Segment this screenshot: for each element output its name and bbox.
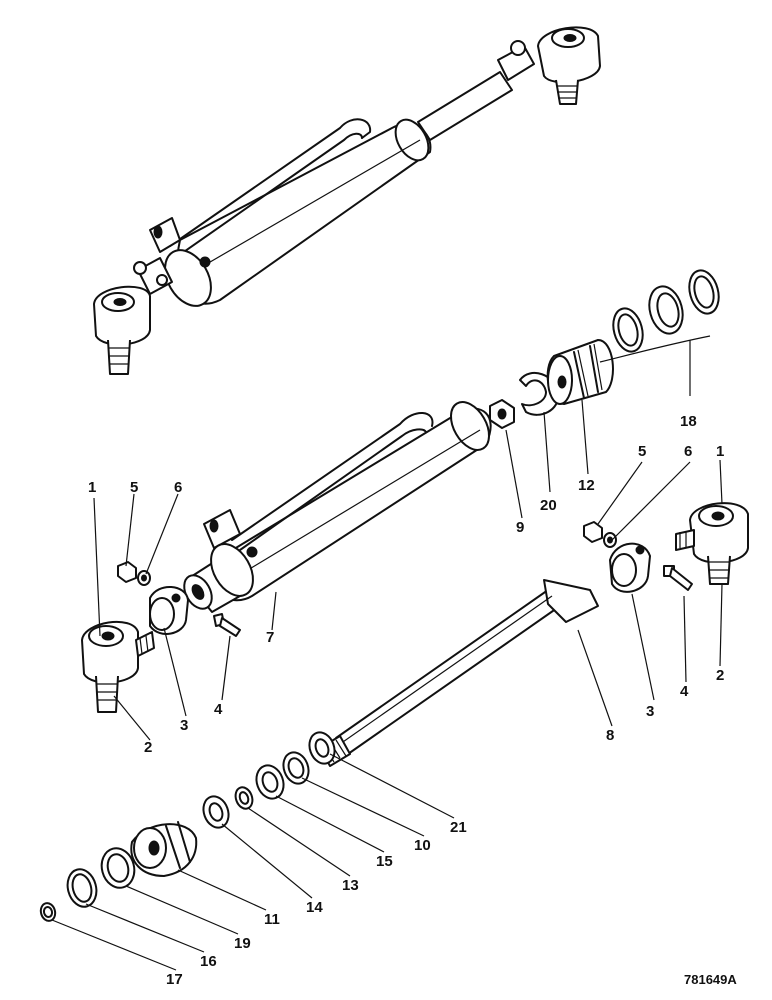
- callout-10: 10: [414, 837, 431, 854]
- callout-8: 8: [606, 727, 614, 744]
- o-ring-part-17: [39, 902, 57, 922]
- assembled-steering-cylinder: [93, 26, 601, 375]
- callout-1-right: 1: [716, 443, 724, 460]
- clamp-left-part-3: [149, 586, 189, 635]
- seal-part-15: [255, 764, 285, 800]
- callout-15: 15: [376, 853, 393, 870]
- bolt-left-part-4: [213, 613, 241, 637]
- seal-kit-part-18: [599, 269, 720, 396]
- callout-7: 7: [266, 629, 274, 646]
- callout-2-left: 2: [144, 739, 152, 756]
- o-ring-part-13: [234, 786, 254, 810]
- nut-left-part-5: [117, 561, 137, 583]
- callout-17: 17: [166, 971, 183, 988]
- cylinder-barrel-part: [183, 401, 492, 613]
- callout-6-right: 6: [684, 443, 692, 460]
- callout-20: 20: [540, 497, 557, 514]
- wiper-seal-part-14: [202, 795, 230, 829]
- callout-5-right: 5: [638, 443, 646, 460]
- callout-11: 11: [264, 911, 280, 928]
- callout-labels: 1 5 6 2 3 4 7 9 20 12 18 5 6 1 4 2 3 8 2…: [88, 413, 724, 988]
- callout-1-left: 1: [88, 479, 96, 496]
- leader-lines: [51, 399, 723, 971]
- callout-5-left: 5: [130, 479, 138, 496]
- callout-6-left: 6: [174, 479, 182, 496]
- callout-4-right: 4: [680, 683, 689, 700]
- callout-14: 14: [306, 899, 323, 916]
- washer-part-21: [308, 731, 336, 765]
- callout-12: 12: [578, 477, 595, 494]
- callout-16: 16: [200, 953, 217, 970]
- ball-joint-left-part-1: [81, 620, 155, 713]
- drawing-reference-code: 781649A: [684, 972, 737, 987]
- bolt-right-part-4: [663, 565, 693, 591]
- piston-rod-part-8: [319, 579, 599, 767]
- nut-part-9: [489, 399, 515, 429]
- callout-18: 18: [680, 413, 697, 430]
- callout-2-right: 2: [716, 667, 724, 684]
- callout-9: 9: [516, 519, 524, 536]
- clamp-right-part-3: [609, 542, 651, 593]
- callout-3-left: 3: [180, 717, 188, 734]
- callout-13: 13: [342, 877, 359, 894]
- callout-3-right: 3: [646, 703, 654, 720]
- seal-part-19: [100, 847, 136, 889]
- ball-joint-right-part-1: [675, 502, 749, 585]
- callout-19: 19: [234, 935, 251, 952]
- seal-part-16: [66, 868, 98, 908]
- washer-left-part-6: [137, 570, 151, 586]
- piston-part-12: [546, 339, 614, 405]
- washer-right-part-6: [603, 532, 617, 548]
- callout-4-left: 4: [214, 701, 223, 718]
- gland-part-11: [130, 821, 198, 877]
- seal-part-10: [282, 751, 310, 785]
- callout-21: 21: [450, 819, 467, 836]
- nut-right-part-5: [583, 521, 603, 543]
